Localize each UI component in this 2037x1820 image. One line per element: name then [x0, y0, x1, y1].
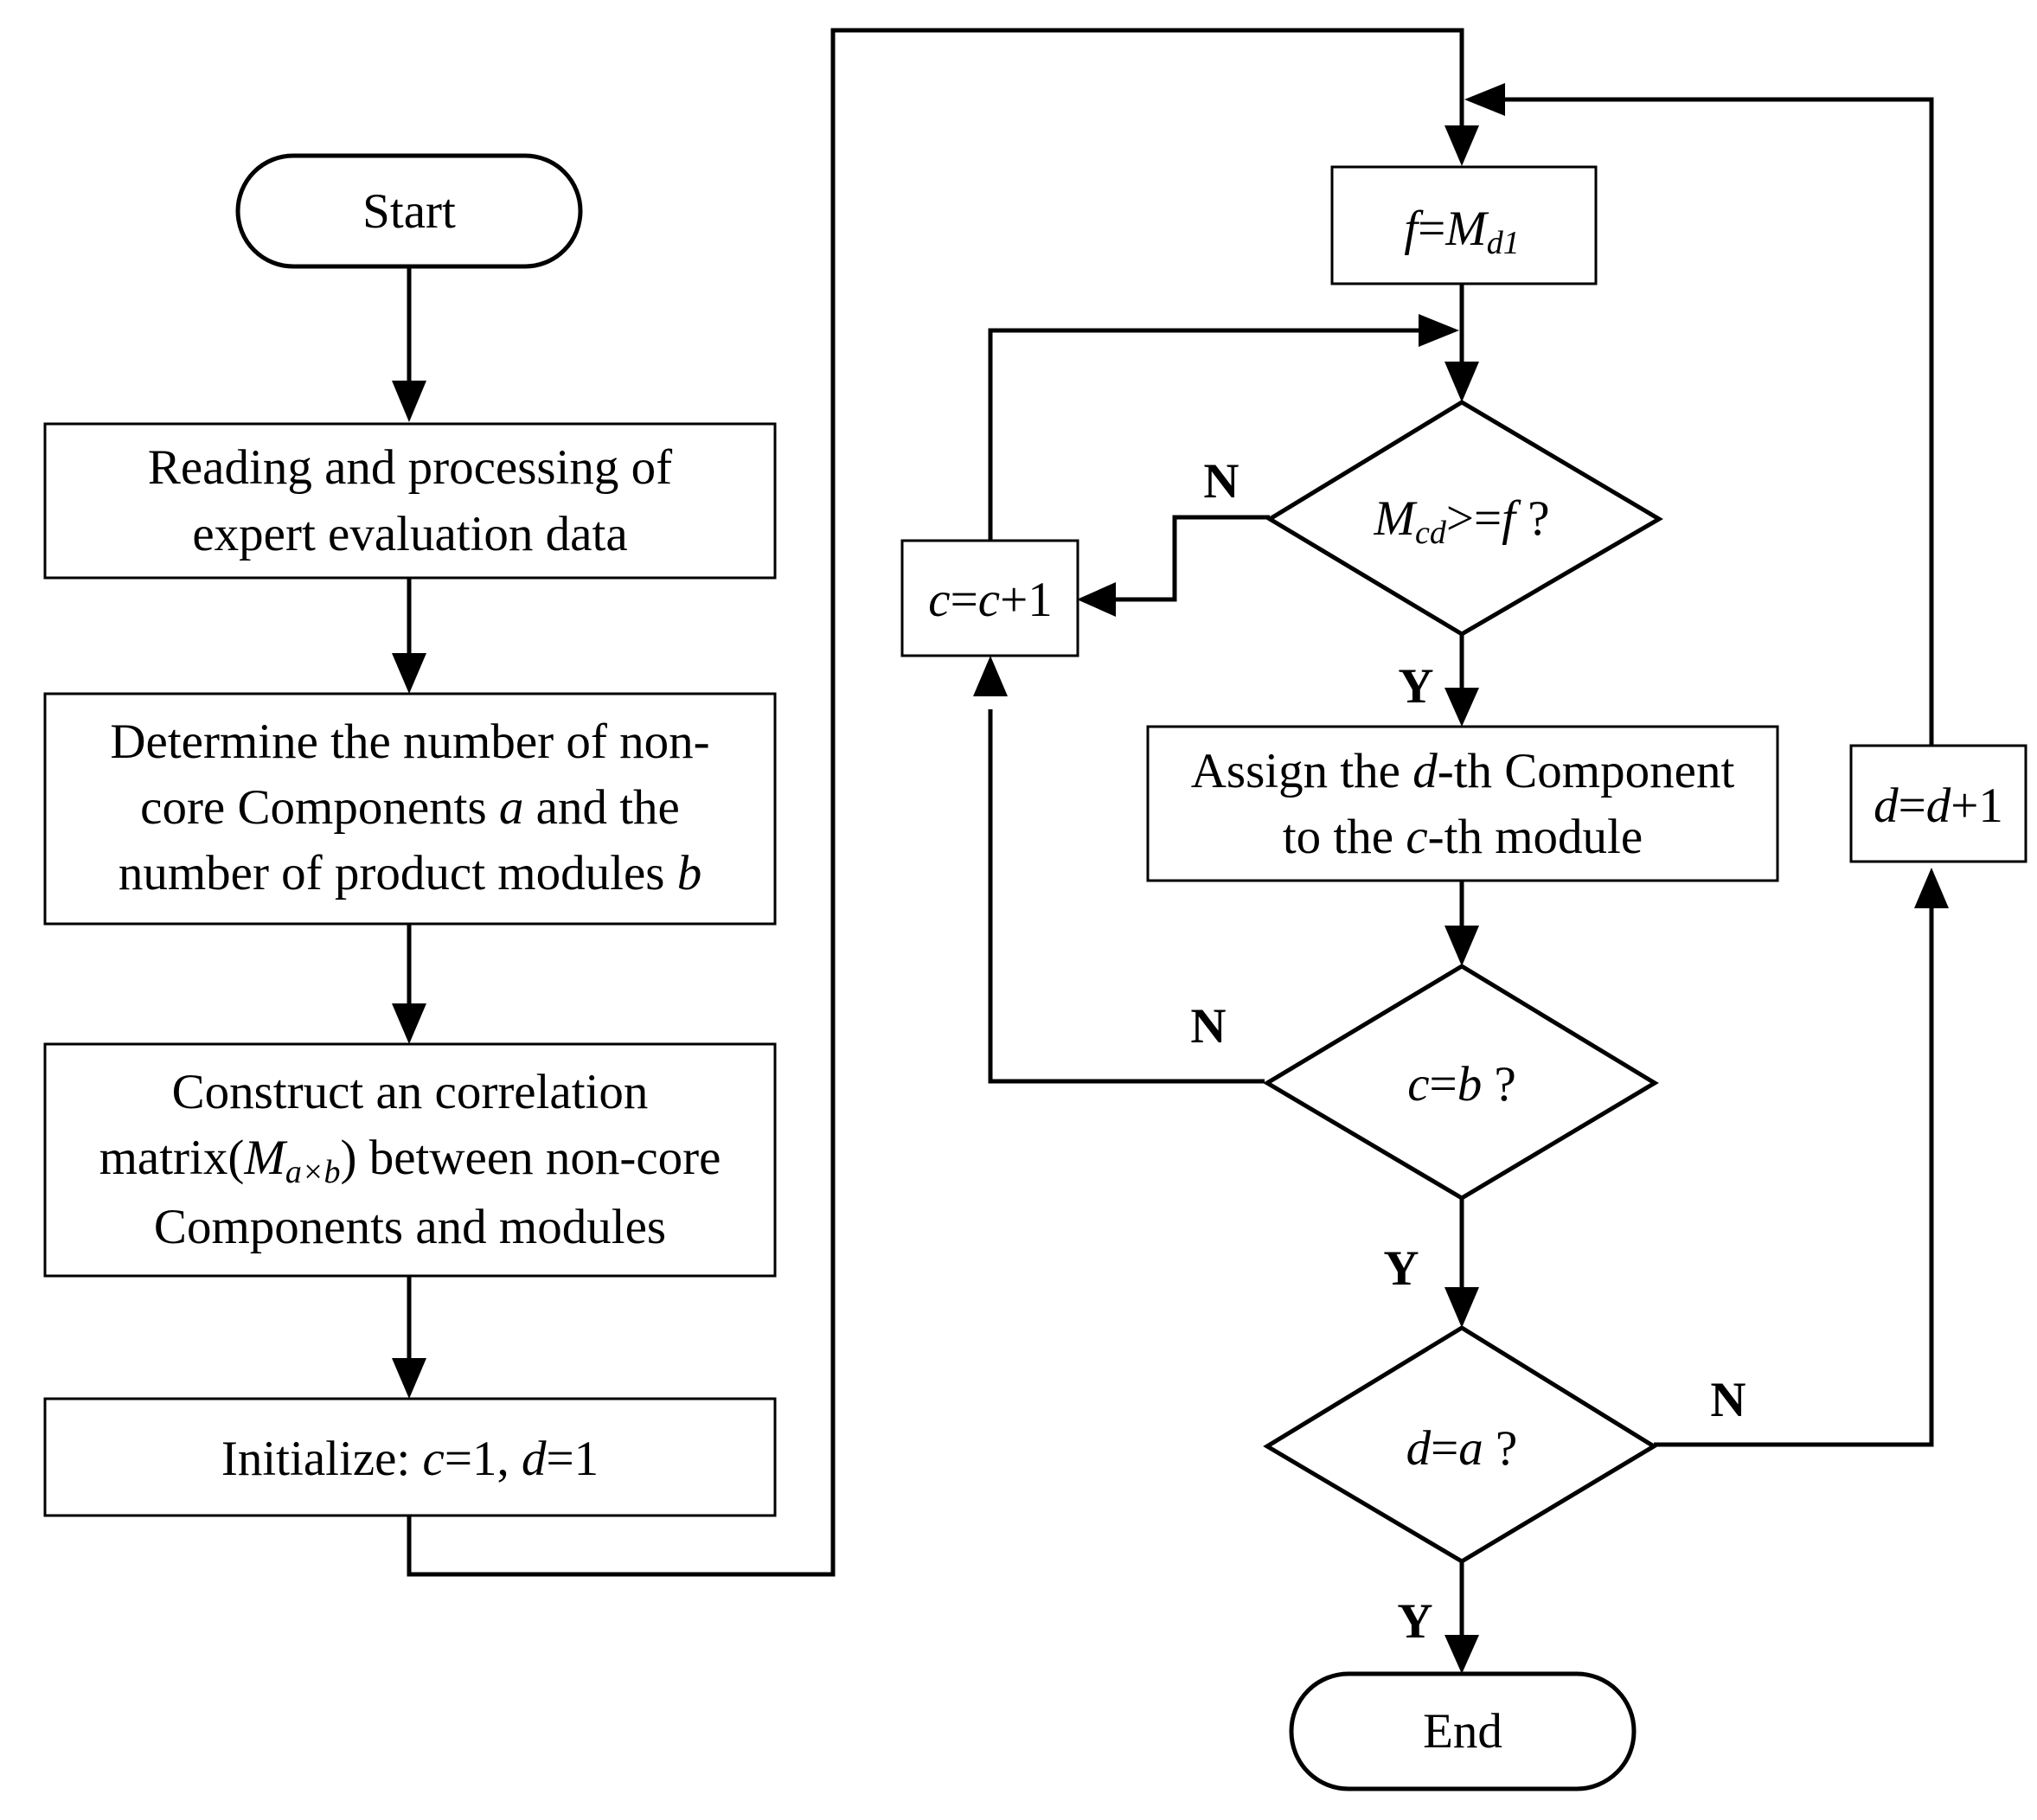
arrowhead-read	[392, 381, 426, 422]
label-mcd-yes: Y	[1398, 659, 1433, 714]
arrowhead-determine	[392, 653, 426, 694]
construct-line2: matrix(Ma×b) between non-core	[99, 1131, 721, 1190]
determine-line2: core Components a and the	[140, 780, 680, 835]
label-da-yes: Y	[1397, 1594, 1432, 1649]
arrowhead-c-increment-right	[1077, 582, 1116, 617]
end-terminal: End	[1289, 1671, 1637, 1791]
edge-initialize-to-f-assign	[407, 28, 1464, 1577]
c-increment-label: c=c+1	[928, 573, 1052, 627]
construct-process-box: Construct an correlation matrix(Ma×b) be…	[43, 1042, 777, 1278]
edge-cb-no-to-c-increment	[988, 709, 1265, 1084]
f-assign-label: f=Md1	[1404, 202, 1519, 261]
edge-d-increment-to-loop	[1505, 97, 1934, 746]
arrowhead-end	[1444, 1635, 1479, 1674]
construct-line1: Construct an correlation	[172, 1065, 649, 1119]
initialize-label: Initialize: c=1, d=1	[221, 1432, 599, 1486]
f-assign-box: f=Md1	[1330, 165, 1598, 285]
start-label: Start	[362, 184, 456, 239]
arrowhead-decision-mcd	[1444, 362, 1479, 402]
label-cb-no: N	[1190, 999, 1226, 1054]
decision-cb-diamond: c=b ?	[1263, 964, 1659, 1201]
determine-line3: number of product modules b	[119, 846, 701, 900]
arrowhead-decision-da	[1444, 1287, 1479, 1328]
c-increment-box: c=c+1	[900, 539, 1079, 657]
decision-da-diamond: d=a ?	[1263, 1325, 1658, 1564]
decision-mcd-label: Mcd>=f ?	[1373, 491, 1549, 551]
read-line1: Reading and processing of	[148, 440, 672, 495]
label-da-no: N	[1710, 1373, 1746, 1427]
arrowhead-initialize	[392, 1358, 426, 1399]
arrowheads	[392, 83, 1949, 1674]
determine-process-box: Determine the number of non- core Compon…	[43, 692, 777, 926]
assign-process-box: Assign the d-th Component to the c-th mo…	[1146, 725, 1779, 882]
assign-line1: Assign the d-th Component	[1191, 744, 1735, 798]
assign-line2: to the c-th module	[1283, 810, 1643, 864]
d-increment-label: d=d+1	[1874, 779, 2003, 833]
read-process-box: Reading and processing of expert evaluat…	[43, 422, 777, 580]
arrowhead-d-increment	[1914, 868, 1949, 908]
initialize-process-box: Initialize: c=1, d=1	[43, 1397, 777, 1517]
arrowhead-decision-cb	[1444, 926, 1479, 966]
end-label: End	[1423, 1704, 1502, 1759]
arrowhead-f-assign	[1444, 125, 1479, 166]
arrowhead-loop-c	[1419, 314, 1459, 347]
edge-mcd-no-to-c-increment	[1116, 515, 1270, 602]
decision-cb-label: c=b ?	[1407, 1057, 1516, 1112]
edges	[407, 28, 1934, 1635]
edge-labels: N Y N Y N Y	[1190, 454, 1746, 1649]
read-line2: expert evaluation data	[192, 507, 627, 561]
arrowhead-loop-top	[1464, 83, 1505, 116]
arrowhead-assign	[1444, 688, 1479, 727]
label-cb-yes: Y	[1383, 1241, 1419, 1296]
edge-da-no-to-d-increment	[1654, 908, 1934, 1447]
construct-line3: Components and modules	[154, 1200, 666, 1254]
decision-mcd-diamond: Mcd>=f ?	[1265, 400, 1663, 637]
arrowhead-construct	[392, 1003, 426, 1044]
d-increment-box: d=d+1	[1849, 744, 2027, 863]
decision-da-label: d=a ?	[1406, 1421, 1518, 1476]
determine-line1: Determine the number of non-	[110, 715, 709, 769]
edge-c-increment-to-loop	[988, 328, 1419, 541]
arrowhead-c-increment-bottom	[973, 656, 1008, 696]
label-mcd-no: N	[1203, 454, 1239, 509]
start-terminal: Start	[235, 153, 583, 269]
